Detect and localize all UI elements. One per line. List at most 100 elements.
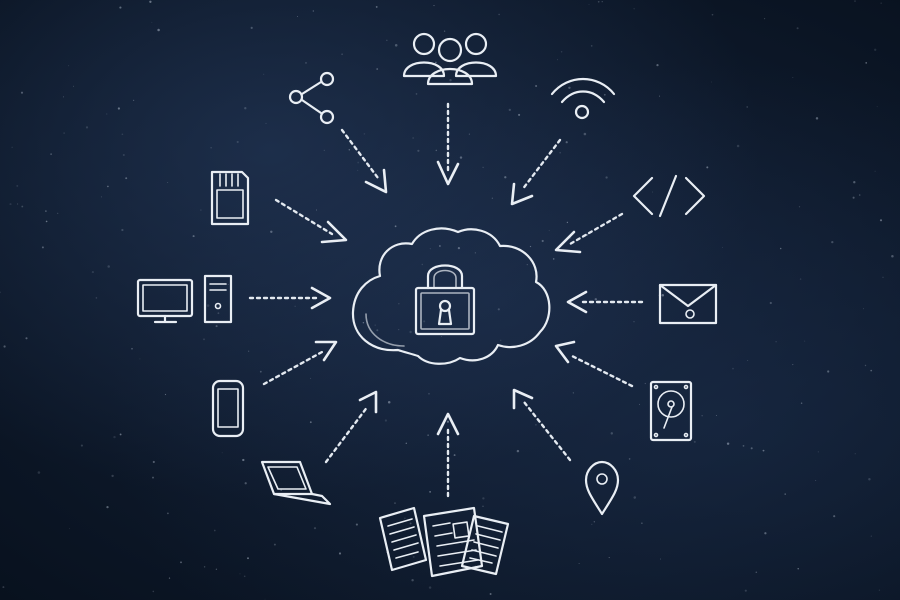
chalk-speck	[221, 452, 223, 454]
chalk-speck	[270, 230, 273, 234]
chalk-speck	[412, 137, 414, 139]
chalk-speck	[769, 301, 772, 305]
chalk-speck	[764, 18, 766, 20]
chalk-speck	[387, 401, 391, 404]
chalk-speck	[152, 590, 155, 593]
chalk-speck	[736, 144, 740, 148]
chalk-speck	[119, 6, 122, 9]
chalk-speck	[68, 65, 70, 67]
chalk-speck	[833, 515, 836, 518]
chalk-speck	[25, 337, 28, 340]
chalk-speck	[482, 166, 484, 169]
chalk-speck	[874, 48, 877, 51]
chalk-speck	[535, 84, 538, 88]
chalk-speck	[248, 350, 250, 352]
arrow-from-laptop	[324, 390, 378, 464]
chalk-speck	[244, 107, 247, 110]
chalk-speck	[20, 91, 24, 94]
chalk-speck	[309, 421, 312, 424]
chalk-speck	[804, 340, 806, 342]
chalk-speck	[100, 196, 102, 198]
arrow-from-email	[566, 290, 644, 314]
chalk-speck	[239, 573, 241, 575]
chalk-speck	[827, 370, 830, 373]
chalk-speck	[504, 176, 507, 179]
chalk-speck	[95, 297, 98, 299]
chalk-speck	[874, 170, 876, 172]
chalk-speck	[633, 8, 635, 10]
chalk-speck	[552, 258, 555, 260]
chalk-speck	[200, 209, 202, 211]
chalk-speck	[157, 28, 160, 32]
chalk-speck	[423, 320, 426, 323]
chalk-speck	[656, 64, 659, 67]
chalk-speck	[457, 246, 461, 250]
chalk-speck	[411, 579, 414, 582]
chalk-speck	[167, 181, 169, 183]
arrow-from-share	[340, 128, 388, 194]
chalk-speck	[0, 291, 1, 294]
chalk-speck	[497, 308, 500, 311]
chalk-speck	[363, 133, 366, 135]
chalk-speck	[659, 558, 661, 560]
chalk-speck	[449, 79, 452, 82]
chalk-speck	[721, 246, 723, 248]
chalk-speck	[831, 240, 834, 244]
chalk-speck	[559, 151, 561, 154]
location-pin-icon	[584, 460, 620, 516]
chalk-speck	[316, 209, 317, 211]
chalk-speck	[17, 203, 19, 205]
arrow-from-location	[512, 388, 572, 462]
chalk-speck	[792, 77, 794, 78]
chalk-speck	[641, 522, 643, 524]
chalk-speck	[264, 598, 266, 600]
chalk-speck	[516, 449, 520, 453]
chalk-speck	[68, 528, 70, 530]
wifi-icon	[550, 77, 616, 120]
chalk-speck	[798, 206, 801, 208]
chalk-speck	[106, 505, 109, 509]
chalk-speck	[415, 93, 418, 95]
chalk-speck	[433, 5, 435, 7]
chalk-speck	[338, 552, 342, 555]
chalk-speck	[428, 586, 432, 589]
chalk-speck	[601, 1, 603, 3]
chalk-speck	[750, 447, 753, 450]
chalk-speck	[404, 517, 406, 520]
chalk-speck	[443, 30, 446, 32]
chalk-speck	[508, 108, 511, 112]
chalk-speck	[715, 415, 717, 416]
chalk-speck	[779, 247, 782, 250]
chalk-speck	[557, 85, 558, 86]
chalk-speck	[348, 149, 350, 151]
chalk-speck	[491, 197, 493, 199]
chalk-speck	[149, 0, 152, 3]
chalk-speck	[880, 2, 882, 4]
chalk-speck	[210, 147, 212, 149]
chalk-speck	[398, 303, 400, 305]
chalk-speck	[250, 26, 253, 29]
chalk-speck	[732, 367, 734, 370]
chalk-speck	[263, 73, 265, 75]
cloud-lock-icon	[351, 227, 551, 365]
chalk-speck	[429, 490, 432, 493]
chalk-speck	[357, 161, 360, 164]
chalk-speck	[797, 568, 799, 570]
chalk-speck	[651, 191, 653, 193]
chalk-speck	[608, 557, 610, 559]
chalk-speck	[247, 557, 249, 560]
chalk-speck	[131, 347, 133, 350]
chalk-speck	[593, 521, 595, 523]
chalk-speck	[310, 377, 312, 379]
chalk-speck	[45, 220, 48, 223]
chalk-speck	[440, 336, 442, 337]
chalk-speck	[409, 522, 412, 525]
chalk-speck	[817, 451, 819, 453]
chalk-speck	[50, 153, 52, 155]
chalk-speck	[242, 458, 245, 462]
chalk-speck	[870, 535, 872, 537]
chalk-speck	[489, 593, 492, 595]
chalk-speck	[482, 505, 484, 507]
chalk-speck	[439, 245, 441, 247]
chalk-speck	[882, 276, 884, 278]
